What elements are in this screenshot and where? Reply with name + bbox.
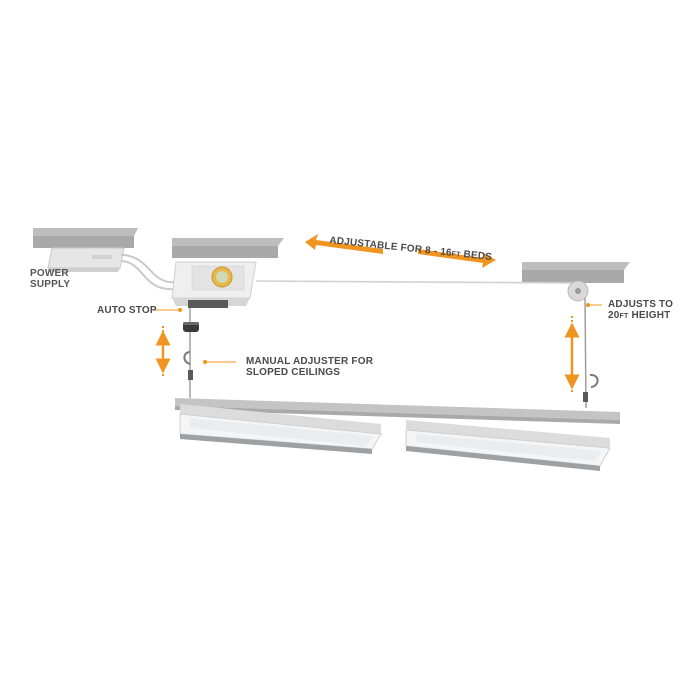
power-supply-line2: SUPPLY [30,279,71,290]
adjusts-to-suffix: HEIGHT [628,310,671,321]
ceiling-mount-right [522,262,630,283]
grow-light-fixture-right [405,420,611,471]
power-supply-line1: POWER [30,268,69,279]
adjustable-width-arrow [305,234,496,268]
adjusts-to-line1: ADJUSTS TO [608,299,674,310]
adjusts-to-line2: 20FT HEIGHT [608,310,673,322]
ceiling-mount-center [172,238,284,258]
motor-unit-icon [171,261,257,308]
adjusts-to-num: 20 [608,310,620,321]
grow-light-fixture-left [179,404,382,454]
manual-adjuster-line2: SLOPED CEILINGS [246,367,341,378]
hook-icon [583,373,599,402]
auto-stop-leader [152,308,182,312]
auto-stop-weight-icon [183,322,199,332]
power-cable [120,254,177,284]
pulley-icon [567,280,589,302]
adjusts-to-unit: FT [619,313,629,320]
manual-adjuster-line1: MANUAL ADJUSTER FOR [246,356,374,367]
adjusts-to-label: ADJUSTS TO 20FT HEIGHT [608,299,673,322]
hook-icon [183,351,193,380]
power-cable-2 [120,260,177,291]
auto-stop-label: AUTO STOP [97,305,157,316]
manual-adjuster-leader [203,360,236,364]
lift-cable-horizontal [255,280,578,284]
ceiling-mount-left [33,228,138,248]
power-supply-label: POWER SUPPLY [30,268,70,290]
adjusts-to-leader [586,303,602,307]
power-supply-box-icon [47,247,125,272]
manual-adjuster-label: MANUAL ADJUSTER FOR SLOPED CEILINGS [246,356,373,378]
adjustable-suffix: BEDS [460,248,493,264]
light-hanging-bar [175,398,620,424]
lift-cable-right [584,297,587,409]
